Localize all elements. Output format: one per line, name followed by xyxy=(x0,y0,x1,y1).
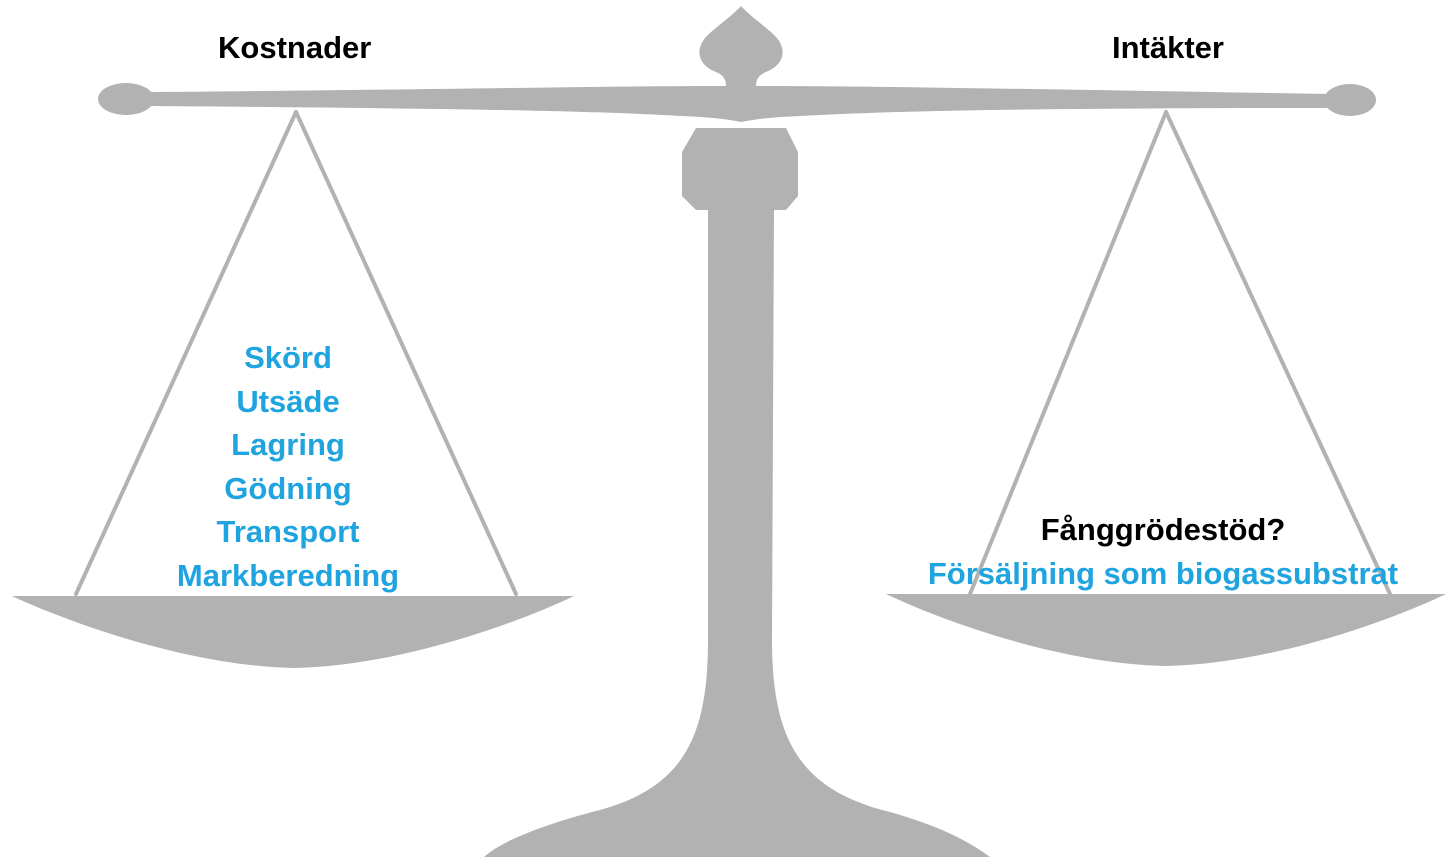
income-heading: Intäkter xyxy=(1112,30,1224,65)
cost-items-list: Skörd Utsäde Lagring Gödning Transport M… xyxy=(148,336,428,597)
left-pan xyxy=(12,596,574,668)
income-subsidy-label: Fånggrödestöd? xyxy=(1040,512,1286,547)
cost-item: Markberedning xyxy=(176,557,400,593)
right-pan-string-inner xyxy=(1164,110,1392,596)
left-pan-string-inner xyxy=(294,110,518,596)
scale-finial xyxy=(699,6,783,92)
pillar-collar xyxy=(682,128,798,210)
costs-heading: Kostnader xyxy=(218,30,372,65)
income-sale-label: Försäljning som biogassubstrat xyxy=(927,555,1399,591)
cost-item: Lagring xyxy=(231,427,345,462)
income-items: Fånggrödestöd? Försäljning som biogassub… xyxy=(880,508,1446,595)
beam-tip-right xyxy=(1324,84,1376,116)
right-pan xyxy=(886,594,1446,666)
right-pan-string-outer xyxy=(968,110,1168,596)
scale-beam xyxy=(150,86,1330,122)
scale-pillar xyxy=(484,208,990,857)
cost-item: Gödning xyxy=(224,470,352,506)
cost-item: Utsäde xyxy=(236,383,340,419)
left-pan-string-outer xyxy=(74,110,298,596)
beam-tip-left xyxy=(98,83,154,115)
cost-item: Skörd xyxy=(244,340,332,375)
cost-item: Transport xyxy=(216,514,360,549)
